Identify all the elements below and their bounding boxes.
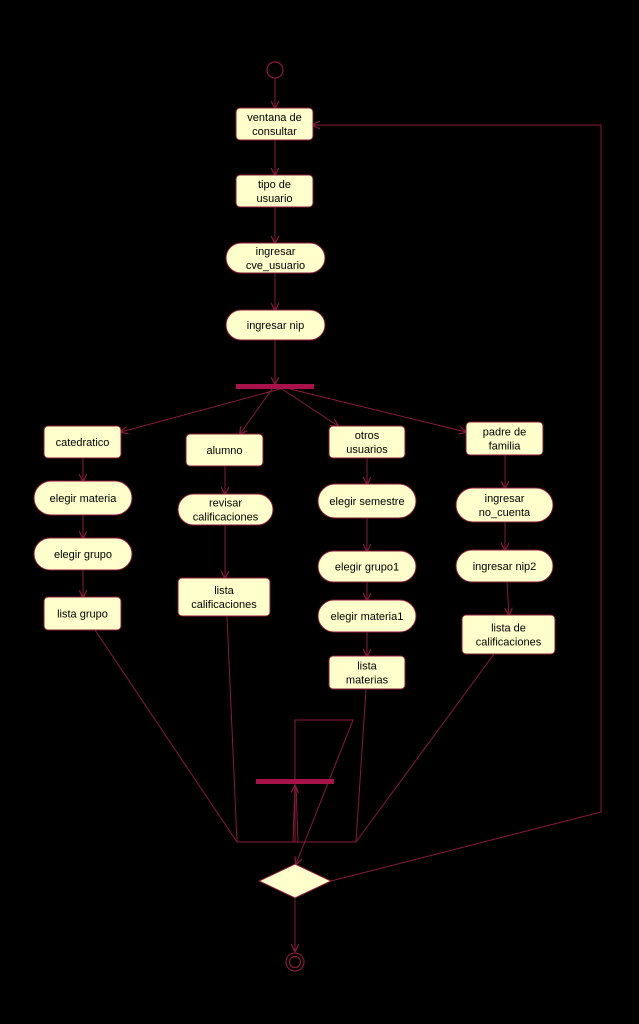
node-label: no_cuenta — [479, 507, 531, 519]
node-label: lista — [357, 661, 377, 673]
node-ventana: ventana de consultar — [235, 107, 314, 141]
action-shape — [43, 596, 122, 631]
edge — [289, 388, 466, 432]
node-listagrupo: lista grupo — [43, 596, 122, 631]
node-label: ingresar nip2 — [473, 561, 537, 573]
node-otros: otros usuarios — [328, 425, 406, 459]
edge — [355, 688, 367, 843]
activity-shape — [225, 309, 326, 341]
node-label: ingresar nip — [247, 320, 304, 332]
edge — [313, 125, 602, 882]
node-materia: elegir materia — [33, 480, 133, 516]
node-nip: ingresar nip — [225, 309, 326, 341]
action-shape — [185, 433, 264, 467]
node-label: lista de — [491, 623, 526, 635]
node-grupo1: elegir grupo1 — [317, 550, 417, 583]
node-label: padre de — [483, 427, 526, 439]
action-shape — [328, 655, 406, 690]
edge — [121, 388, 281, 432]
activity-shape — [455, 487, 554, 523]
final-state — [285, 952, 305, 972]
node-label: ingresar — [485, 493, 525, 505]
node-materia1: elegir materia1 — [317, 599, 417, 633]
activity-shape — [317, 483, 417, 519]
action-shape — [177, 577, 271, 617]
node-tipo: tipo de usuario — [235, 174, 314, 208]
node-alumno: alumno — [185, 433, 264, 467]
action-shape — [235, 107, 314, 141]
activity-shape — [225, 242, 326, 274]
node-label: elegir grupo1 — [335, 562, 399, 574]
node-label: consultar — [252, 126, 297, 138]
node-label: elegir materia1 — [331, 611, 404, 623]
node-listadecal: lista de calificaciones — [461, 614, 556, 655]
activity-shape — [317, 599, 417, 633]
edge — [281, 388, 338, 426]
edge — [295, 785, 299, 843]
node-revisar: revisar calificaciones — [177, 493, 274, 526]
fork-bar — [236, 384, 314, 389]
action-shape — [461, 614, 556, 655]
activity-shape — [177, 493, 274, 526]
action-shape — [235, 174, 314, 208]
initial-state — [266, 61, 284, 79]
node-label: materias — [346, 675, 389, 687]
join-bar — [256, 779, 334, 784]
node-label: elegir semestre — [329, 496, 404, 508]
node-semestre: elegir semestre — [317, 483, 417, 519]
final-state-inner — [288, 955, 302, 969]
node-label: cve_usuario — [246, 260, 305, 272]
activity-shape — [455, 549, 554, 583]
edge — [293, 786, 295, 843]
edge — [507, 581, 509, 615]
node-label: revisar — [209, 498, 242, 510]
node-label: tipo de — [258, 179, 291, 191]
action-shape — [43, 425, 122, 459]
node-label: alumno — [206, 445, 242, 457]
node-nip2: ingresar nip2 — [455, 549, 554, 583]
action-shape — [328, 425, 406, 459]
node-listamat: lista materias — [328, 655, 406, 690]
node-label: ingresar — [256, 246, 296, 258]
activity-shape — [33, 537, 133, 571]
action-shape — [465, 421, 544, 456]
edge — [355, 653, 495, 843]
node-label: lista grupo — [57, 609, 108, 621]
node-label: calificaciones — [193, 512, 259, 524]
node-label: calificaciones — [191, 599, 257, 611]
node-nocuenta: ingresar no_cuenta — [455, 487, 554, 523]
edge — [240, 388, 273, 434]
node-catedratico: catedratico — [43, 425, 122, 459]
node-cve: ingresar cve_usuario — [225, 242, 326, 274]
node-label: ventana de — [247, 112, 301, 124]
node-listacal: lista calificaciones — [177, 577, 271, 617]
node-label: elegir materia — [50, 493, 118, 505]
node-label: usuario — [256, 193, 292, 205]
edge — [226, 615, 238, 843]
node-label: usuarios — [346, 444, 388, 456]
activity-shape — [33, 480, 133, 516]
node-grupo: elegir grupo — [33, 537, 133, 571]
node-label: lista — [214, 585, 234, 597]
node-label: calificaciones — [476, 637, 542, 649]
node-padre: padre de familia — [465, 421, 544, 456]
decision-diamond — [257, 863, 333, 899]
node-label: catedratico — [56, 437, 110, 449]
activity-shape — [317, 550, 417, 583]
node-label: familia — [489, 441, 522, 453]
node-label: otros — [355, 430, 380, 442]
node-label: elegir grupo — [54, 549, 112, 561]
